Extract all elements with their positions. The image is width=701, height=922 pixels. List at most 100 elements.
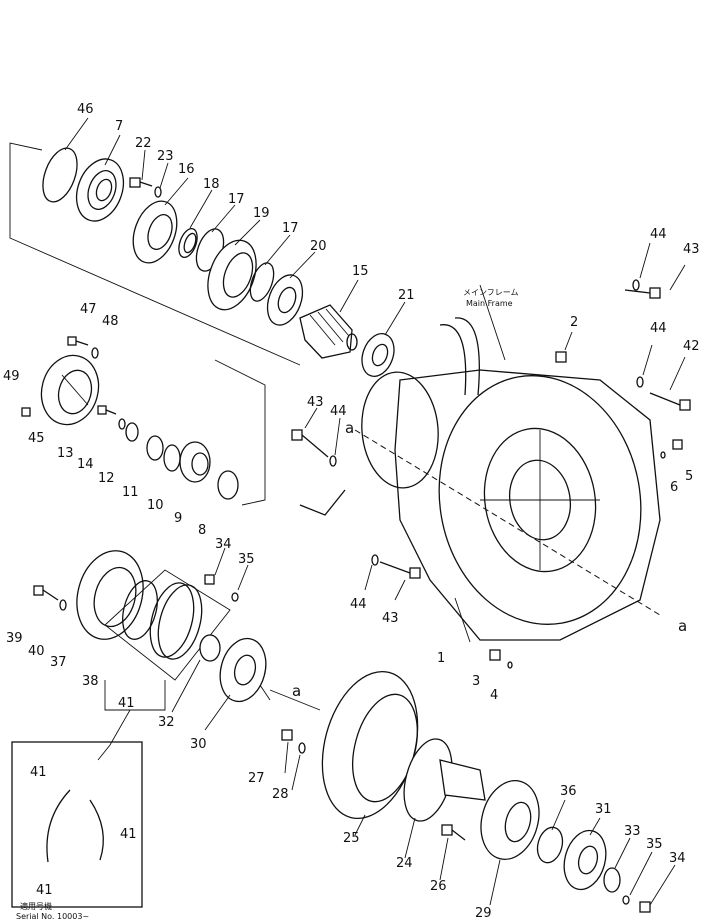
part-7-cover [75, 158, 125, 222]
label-49: 49 [3, 369, 20, 384]
label-37: 37 [50, 655, 67, 670]
label-28: 28 [272, 787, 289, 802]
label-6: 6 [670, 480, 679, 495]
serial-inset-box [11, 680, 166, 908]
label-42: 42 [683, 339, 700, 354]
part-34-bolt-b [639, 901, 651, 913]
label-31: 31 [595, 802, 612, 817]
part-34-bolt-a [204, 574, 215, 585]
label-a-2: a [678, 617, 688, 635]
label-39: 39 [6, 631, 23, 646]
label-21: 21 [398, 288, 415, 303]
part-8-o-ring [217, 470, 239, 500]
label-45: 45 [28, 431, 45, 446]
group-bracket-top [9, 142, 301, 366]
label-17-b: 17 [282, 221, 299, 236]
part-43-bolt-c [379, 561, 421, 579]
label-23: 23 [157, 149, 174, 164]
label-16: 16 [178, 162, 195, 177]
label-30: 30 [190, 737, 207, 752]
label-9: 9 [174, 511, 183, 526]
label-19: 19 [253, 206, 270, 221]
part-28-washer [298, 742, 306, 754]
part-45-cage [40, 354, 100, 426]
label-11: 11 [122, 485, 139, 500]
part-49-nut [21, 407, 31, 417]
part-24-shaft-flange [403, 738, 486, 822]
label-38: 38 [82, 674, 99, 689]
part-17-snap-ring-b [249, 262, 275, 302]
label-44-d: 44 [350, 597, 367, 612]
part-26-bolt [441, 824, 466, 841]
leader-lines [64, 117, 686, 906]
part-27-nut [281, 729, 293, 741]
label-44-b: 44 [650, 321, 667, 336]
label-41-d: 41 [36, 883, 53, 898]
part-23-washer [154, 186, 162, 198]
label-8: 8 [198, 523, 207, 538]
part-35-washer-a [231, 592, 239, 602]
part-39-bolt [33, 585, 59, 601]
part-19-bearing-cage [207, 239, 257, 311]
label-27: 27 [248, 771, 265, 786]
part-3-plug [489, 649, 501, 661]
serial-jp-label: 適用号機 [20, 902, 52, 911]
label-3: 3 [472, 674, 481, 689]
label-12: 12 [98, 471, 115, 486]
part-5-plug [672, 439, 683, 450]
part-25-bevel-gear [321, 670, 419, 820]
part-40-washer [59, 599, 67, 611]
part-14-washer [118, 418, 126, 430]
label-18: 18 [203, 177, 220, 192]
label-47: 47 [80, 302, 97, 317]
label-20: 20 [310, 239, 327, 254]
part-2-plug [555, 351, 567, 363]
part-10-ring [163, 444, 181, 472]
label-17-a: 17 [228, 192, 245, 207]
part-4-o-ring [507, 661, 513, 669]
part-13-bolt [97, 405, 117, 415]
label-41-b: 41 [30, 765, 47, 780]
group-bracket-mid [214, 359, 266, 506]
part-30-bearing [219, 637, 267, 703]
part-35-washer-b [622, 895, 630, 905]
label-44-c: 44 [330, 404, 347, 419]
part-12-plate [125, 422, 139, 442]
label-22: 22 [135, 136, 152, 151]
part-9-coupling [179, 441, 211, 483]
label-41-c: 41 [120, 827, 137, 842]
label-a-1: a [345, 419, 355, 437]
part-46-o-ring [42, 147, 78, 203]
part-44-washer-d [371, 554, 379, 566]
label-24: 24 [396, 856, 413, 871]
label-43-b: 43 [307, 395, 324, 410]
part-42-bolt [649, 392, 691, 411]
label-32: 32 [158, 715, 175, 730]
label-26: 26 [430, 879, 447, 894]
label-34-a: 34 [215, 537, 232, 552]
part-41-shim-set [104, 569, 231, 681]
part-36-ring [536, 826, 564, 864]
label-29: 29 [475, 906, 492, 921]
label-36: 36 [560, 784, 577, 799]
label-14: 14 [77, 457, 94, 472]
label-46: 46 [77, 102, 94, 117]
label-33: 33 [624, 824, 641, 839]
part-15-pinion-shaft [299, 304, 358, 359]
label-41-a: 41 [118, 696, 135, 711]
part-33-plate [603, 867, 621, 893]
part-48-washer [91, 347, 99, 359]
part-11-shim [146, 435, 164, 461]
part-44-washer-b [636, 376, 644, 388]
label-a-3: a [292, 682, 302, 700]
part-29-gear [480, 780, 540, 860]
label-35-a: 35 [238, 552, 255, 567]
label-15: 15 [352, 264, 369, 279]
label-7: 7 [115, 119, 124, 134]
part-22-bolt [129, 177, 153, 188]
part-43-bolt-a [624, 287, 661, 299]
part-1-housing [299, 369, 661, 641]
label-4: 4 [490, 688, 499, 703]
label-44-a: 44 [650, 227, 667, 242]
